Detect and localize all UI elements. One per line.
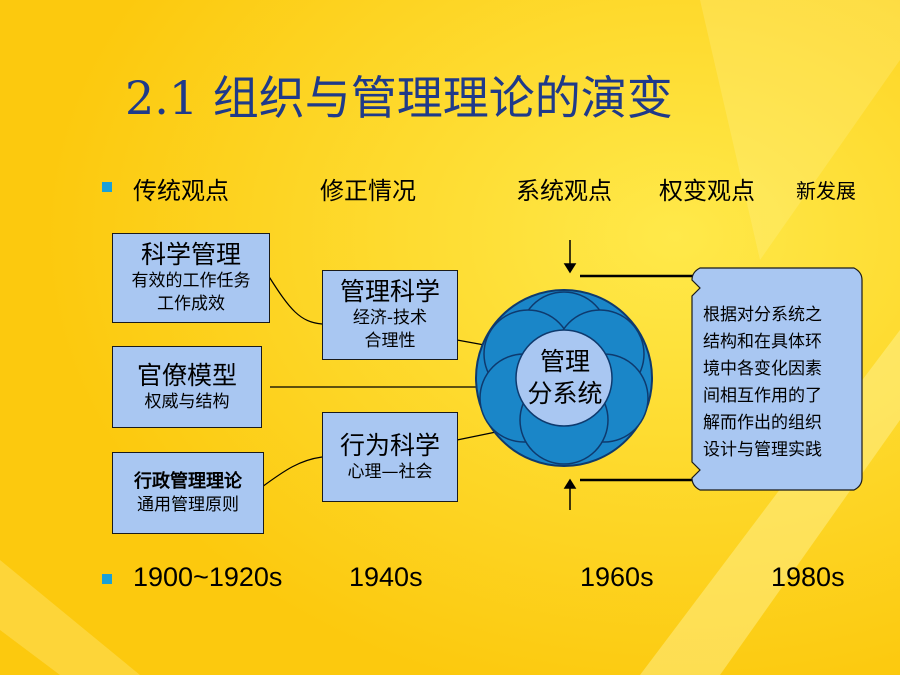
box-subtitle: 有效的工作任务 bbox=[131, 271, 251, 291]
result-line: 解而作出的组织 bbox=[703, 413, 822, 433]
box-administrative-management: 行政管理理论 通用管理原则 bbox=[112, 452, 264, 534]
header-new: 新发展 bbox=[796, 179, 856, 203]
bullet-icon bbox=[102, 574, 112, 584]
center-label: 管理 分系统 bbox=[520, 346, 610, 410]
result-line: 结构和在具体环 bbox=[703, 332, 822, 352]
box-subtitle: 经济-技术 bbox=[352, 308, 428, 328]
box-bureaucracy: 官僚模型 权威与结构 bbox=[112, 346, 262, 428]
result-text: 根据对分系统之 结构和在具体环 境中各变化因素 间相互作用的了 解而作出的组织 … bbox=[703, 302, 863, 464]
result-panel bbox=[691, 267, 863, 491]
box-management-science: 管理科学 经济-技术 合理性 bbox=[322, 270, 458, 360]
year-label: 1980s bbox=[771, 562, 845, 592]
box-subtitle: 心理—社会 bbox=[347, 461, 433, 482]
header-systems: 系统观点 bbox=[516, 177, 612, 205]
result-line: 根据对分系统之 bbox=[703, 305, 822, 325]
slide-title: 2.1 组织与管理理论的演变 bbox=[125, 71, 673, 125]
result-line: 境中各变化因素 bbox=[703, 359, 822, 379]
box-subtitle: 权威与结构 bbox=[144, 391, 230, 412]
management-subsystem-circle bbox=[475, 289, 653, 467]
center-label-line: 管理 bbox=[539, 347, 590, 376]
box-title: 管理科学 bbox=[339, 277, 440, 306]
year-label: 1900~1920s bbox=[133, 562, 283, 592]
box-title: 行政管理理论 bbox=[134, 470, 242, 492]
bullet-icon bbox=[102, 182, 112, 192]
box-subtitle: 通用管理原则 bbox=[137, 494, 239, 515]
result-line: 间相互作用的了 bbox=[703, 386, 822, 406]
year-label: 1940s bbox=[349, 562, 423, 592]
box-title: 科学管理 bbox=[140, 240, 241, 269]
center-label-line: 分系统 bbox=[527, 379, 603, 408]
box-title: 行为科学 bbox=[339, 430, 440, 460]
box-subtitle: 工作成效 bbox=[157, 294, 225, 314]
header-traditional: 传统观点 bbox=[133, 177, 229, 205]
box-scientific-management: 科学管理 有效的工作任务 工作成效 bbox=[112, 233, 270, 323]
header-revision: 修正情况 bbox=[320, 177, 416, 205]
box-behavioral-science: 行为科学 心理—社会 bbox=[322, 412, 458, 502]
box-subtitle: 合理性 bbox=[364, 331, 416, 351]
result-line: 设计与管理实践 bbox=[703, 440, 822, 460]
header-contingency: 权变观点 bbox=[659, 177, 755, 205]
year-label: 1960s bbox=[580, 562, 654, 592]
box-title: 官僚模型 bbox=[136, 360, 237, 390]
